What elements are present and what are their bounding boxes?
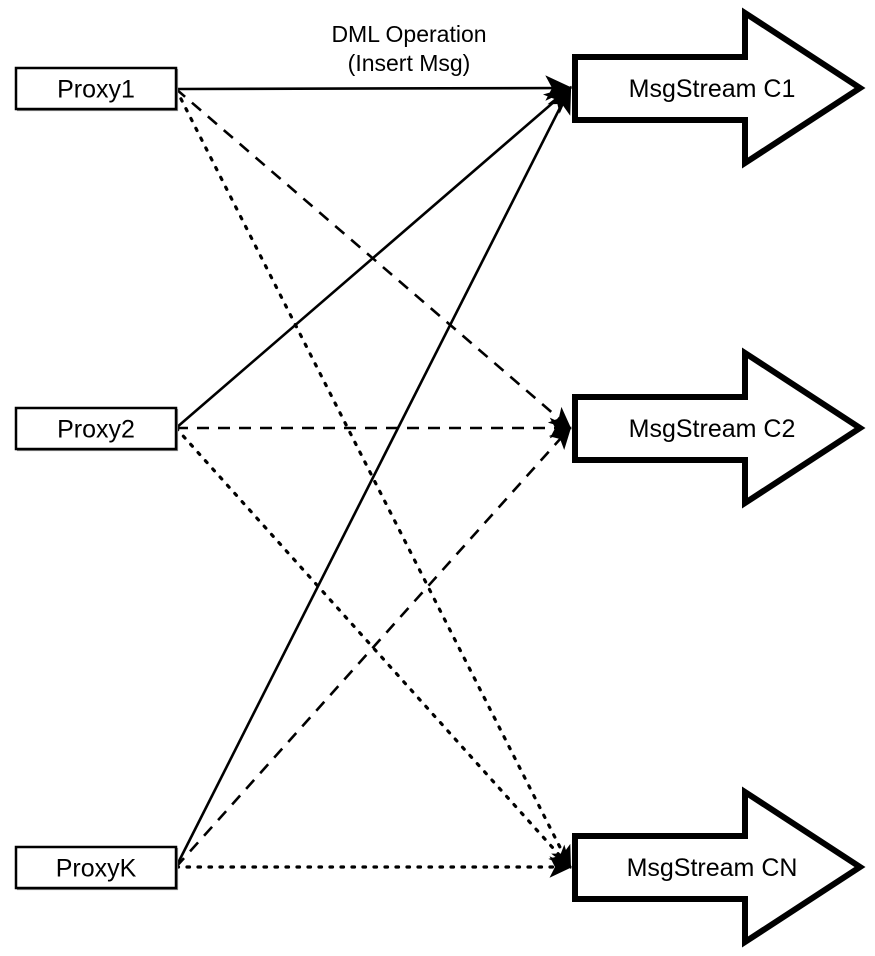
proxy-proxy1[interactable]: Proxy1 (14, 66, 179, 112)
stream-arrow-shape (572, 347, 866, 509)
annotations-layer: DML Operation (Insert Msg) (331, 21, 486, 76)
proxy-label: ProxyK (56, 855, 137, 883)
link-proxyk-to-c1 (174, 85, 572, 868)
link-proxy2-to-cn (174, 426, 572, 869)
streams-layer: MsgStream C1 MsgStream C2 MsgStream CN (572, 7, 866, 948)
annotation-dml-operation: DML Operation (Insert Msg) (331, 21, 486, 76)
stream-arrow-shape (572, 7, 866, 169)
annotation-line-2: (Insert Msg) (348, 50, 471, 76)
proxy-label: Proxy1 (57, 76, 135, 104)
link-proxy1-to-cn (174, 87, 572, 869)
links-layer (174, 75, 573, 878)
stream-msgstream-c2[interactable]: MsgStream C2 (572, 347, 866, 509)
annotation-line-1: DML Operation (331, 21, 486, 47)
link-proxy2-to-c1 (175, 86, 572, 429)
proxy-box (14, 406, 178, 451)
link-proxyk-to-c2 (175, 426, 572, 868)
stream-label: MsgStream C1 (629, 75, 796, 103)
stream-label: MsgStream C2 (629, 415, 796, 443)
proxy-proxy2[interactable]: Proxy2 (14, 406, 179, 452)
proxy-label: Proxy2 (57, 416, 135, 444)
stream-label: MsgStream CN (627, 854, 798, 882)
stream-arrow-shape (572, 786, 866, 948)
link-proxy1-to-c1 (175, 75, 573, 101)
stream-msgstream-c1[interactable]: MsgStream C1 (572, 7, 866, 169)
proxy-box (14, 66, 178, 111)
stream-msgstream-cn[interactable]: MsgStream CN (572, 786, 866, 948)
proxy-box (14, 845, 178, 890)
proxy-proxyk[interactable]: ProxyK (14, 845, 179, 891)
